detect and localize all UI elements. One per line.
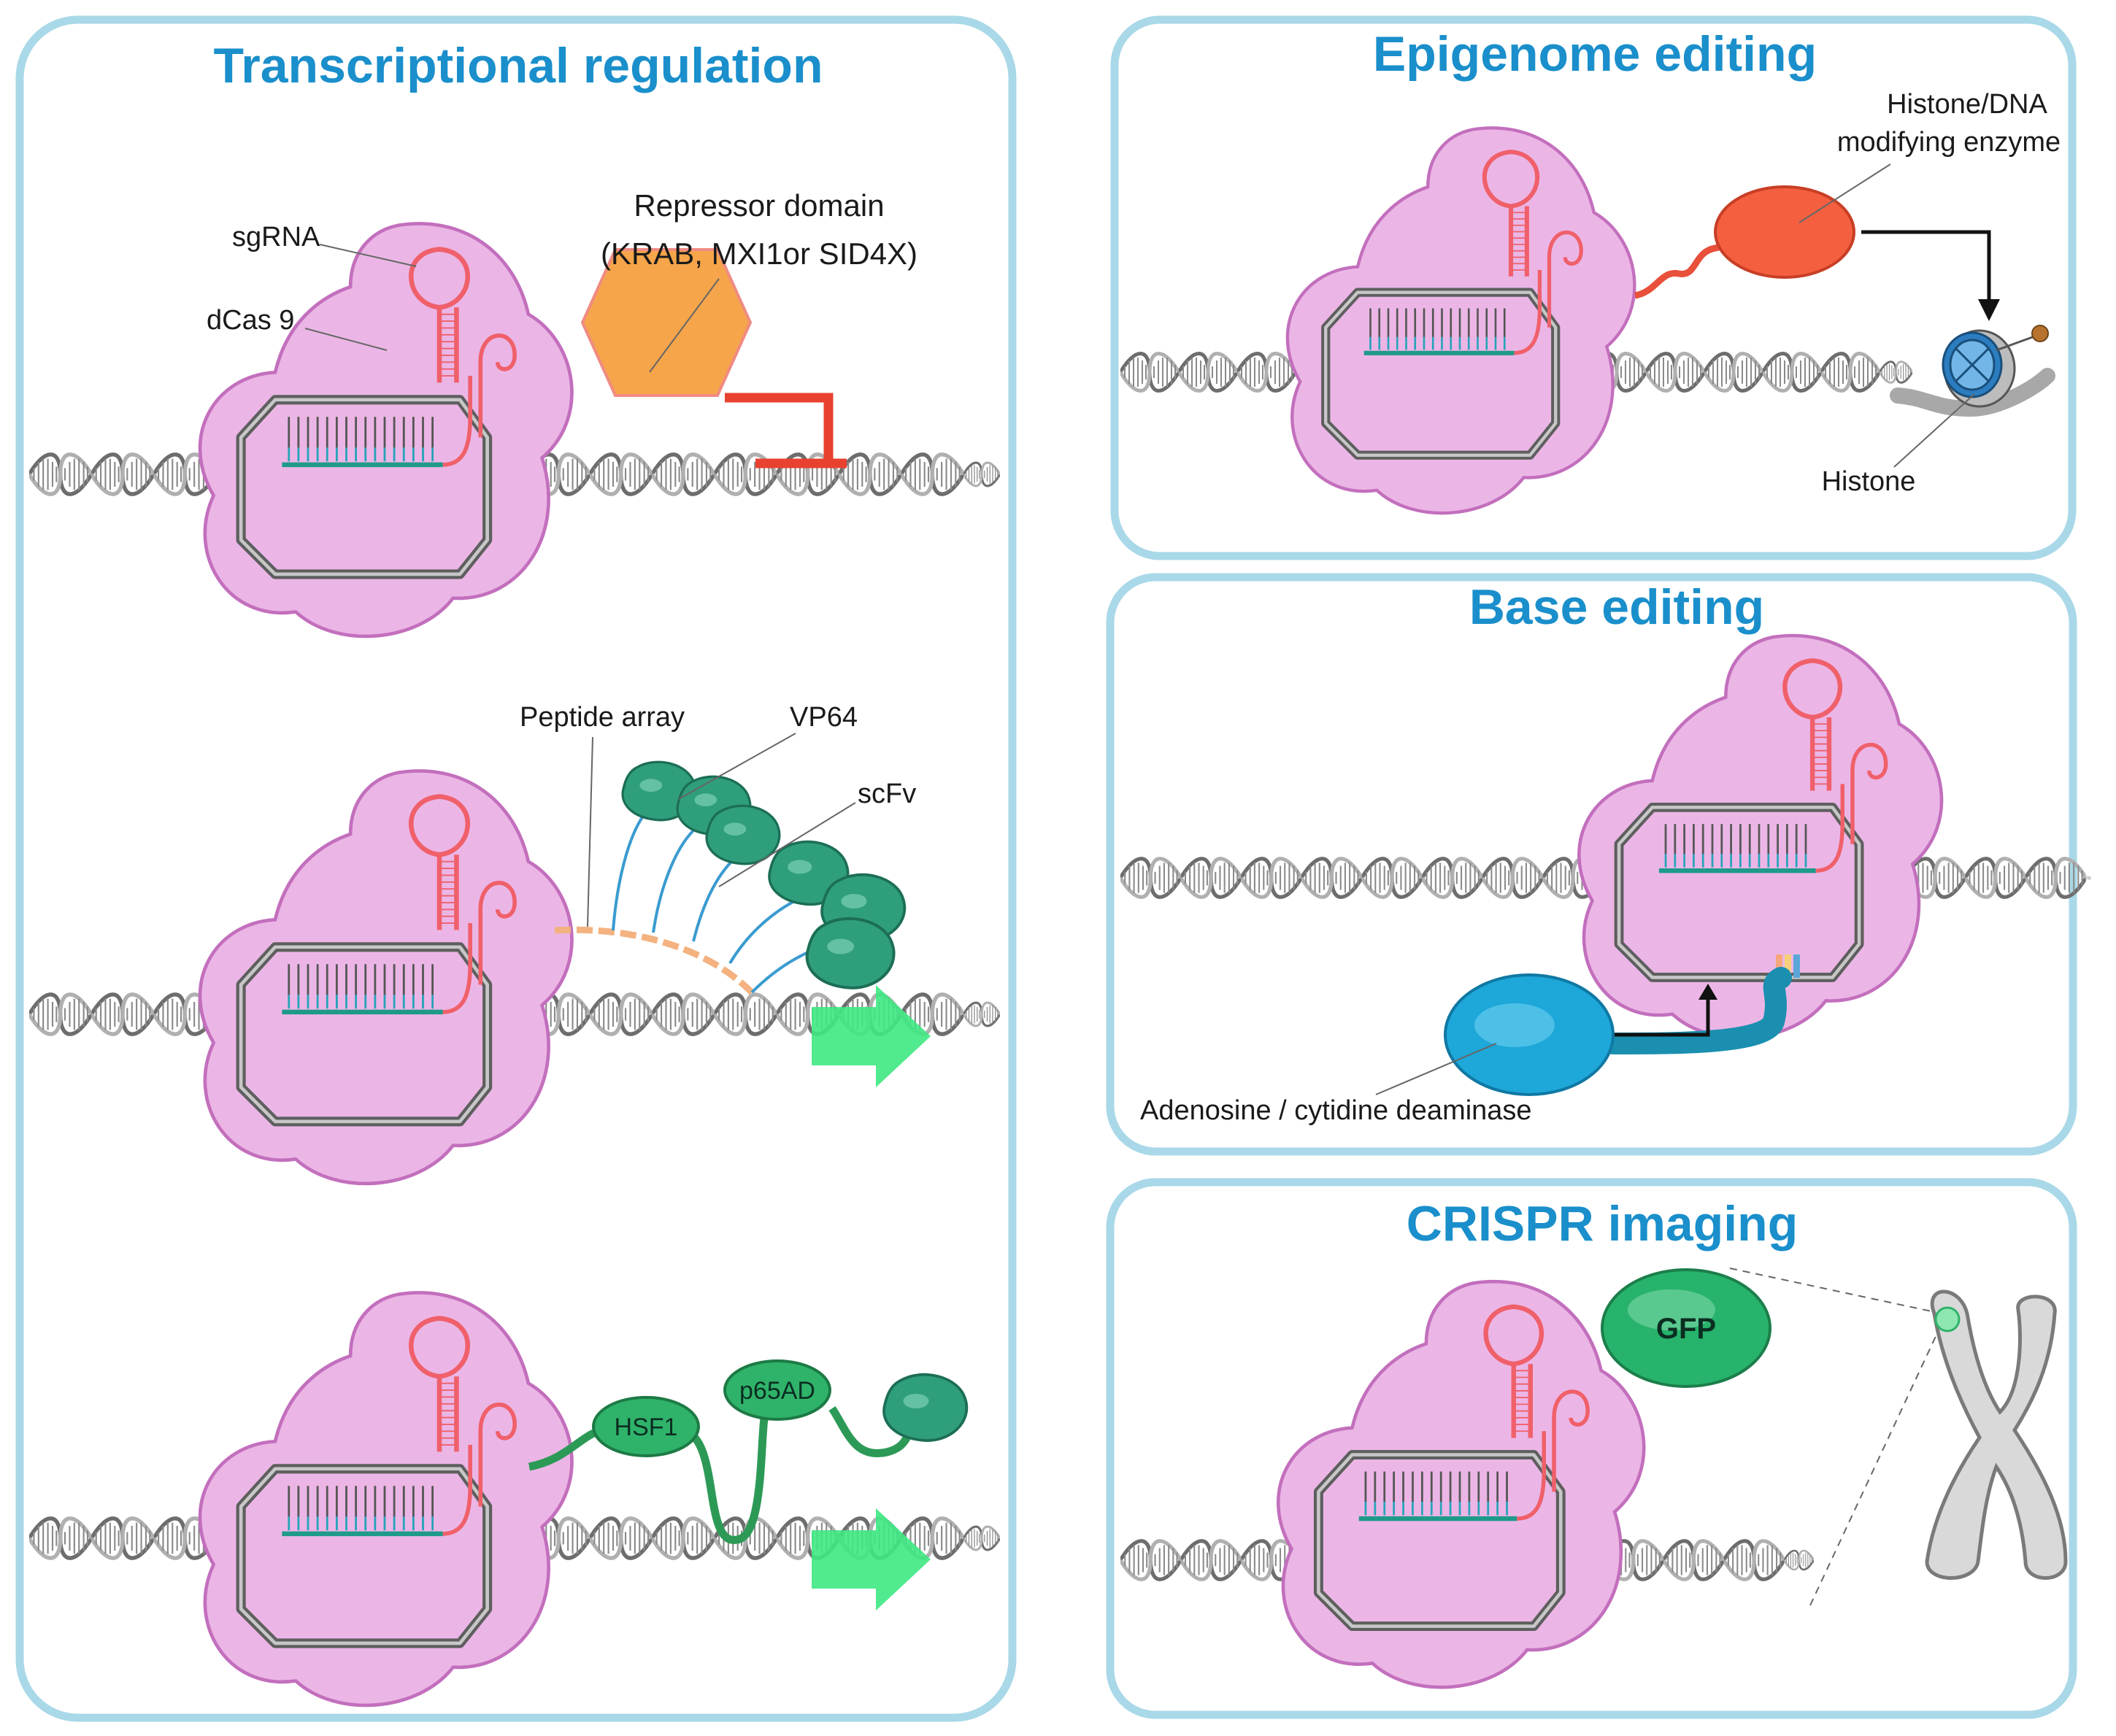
gfp-projection-line bbox=[1809, 1331, 1939, 1606]
transcriptional-regulation-title: Transcriptional regulation bbox=[213, 38, 823, 93]
activation-arrow bbox=[812, 985, 931, 1087]
enzyme-arrow bbox=[1861, 230, 1991, 303]
epigenome-editing-title: Epigenome editing bbox=[1373, 26, 1817, 82]
dcas9-label: dCas 9 bbox=[207, 305, 294, 336]
sgrna-label: sgRNA bbox=[232, 222, 320, 252]
activation-arrow bbox=[812, 1508, 931, 1610]
deaminase-leader bbox=[1375, 1043, 1497, 1095]
crispr-imaging-title: CRISPR imaging bbox=[1407, 1196, 1798, 1251]
gfp-highlight bbox=[1628, 1289, 1715, 1330]
p65ad-label: p65AD bbox=[739, 1377, 815, 1405]
hsf1-label: HSF1 bbox=[615, 1413, 678, 1441]
enzyme-arrow-head bbox=[1978, 299, 2000, 321]
peptide-array bbox=[554, 926, 755, 995]
dcas9-leader bbox=[304, 328, 388, 351]
scfv-label: scFv bbox=[858, 779, 916, 809]
histone-label: Histone bbox=[1822, 466, 1916, 497]
peptide-array-label: Peptide array bbox=[520, 702, 685, 733]
enzyme-leader bbox=[1798, 163, 1891, 223]
edited-base-marks bbox=[1776, 954, 1800, 978]
chromosome bbox=[1925, 1289, 2068, 1580]
scfv-leader bbox=[718, 802, 856, 887]
repressor-domain-hexagon bbox=[580, 248, 753, 397]
repressor-blunt-arrow bbox=[725, 393, 847, 468]
peptide-array-leader bbox=[587, 736, 593, 927]
histone-leader bbox=[1893, 393, 1975, 468]
deaminase-label: Adenosine / cytidine deaminase bbox=[1140, 1095, 1532, 1126]
deaminase-linker bbox=[1602, 967, 1792, 1054]
base-editing-title: Base editing bbox=[1469, 579, 1764, 635]
deaminase-arrow bbox=[1606, 996, 1710, 1037]
vp64-blob bbox=[807, 919, 894, 988]
deaminase-arrow-head bbox=[1698, 984, 1717, 1000]
gfp-spot bbox=[1934, 1306, 1961, 1332]
repressor-label-line1: Repressor domain bbox=[634, 188, 884, 223]
hsf1-domain bbox=[592, 1396, 700, 1457]
vp64-label: VP64 bbox=[790, 702, 858, 733]
repressor-leader bbox=[649, 278, 720, 373]
nucleosome-dna bbox=[1890, 368, 2055, 417]
repressor-label-line2: (KRAB, MXI1or SID4X) bbox=[601, 236, 917, 271]
gfp-label: GFP bbox=[1656, 1313, 1716, 1345]
gfp-projection-line bbox=[1729, 1268, 1942, 1314]
histone-nucleosome bbox=[1942, 325, 2049, 408]
p65ad-domain bbox=[723, 1359, 831, 1421]
enzyme-label-line1: Histone/DNA bbox=[1887, 89, 2047, 120]
deaminase-highlight bbox=[1474, 1003, 1555, 1047]
vp64-leader bbox=[678, 733, 796, 800]
vp64-blob bbox=[705, 804, 781, 865]
hsf1-activator-blob bbox=[882, 1373, 969, 1443]
sgrna-leader bbox=[319, 244, 417, 267]
dna-helix-segment bbox=[2086, 876, 2091, 880]
enzyme-label-line2: modifying enzyme bbox=[1837, 127, 2061, 158]
